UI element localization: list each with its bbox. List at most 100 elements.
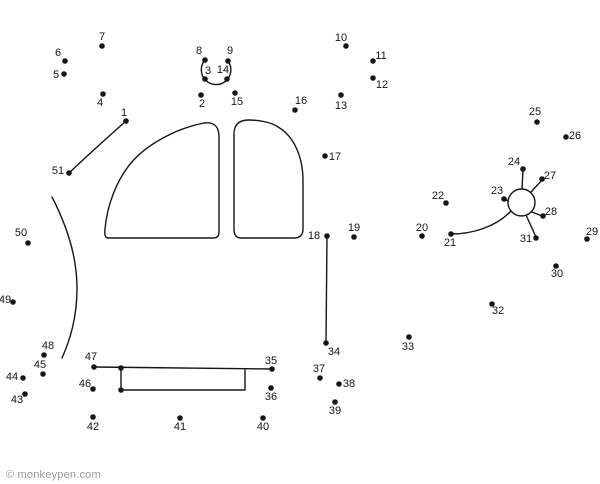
dot-37[interactable] [317, 375, 323, 381]
dot-label-36: 36 [265, 391, 277, 403]
dot-label-14: 14 [217, 64, 229, 76]
right-window [233, 119, 304, 239]
dot-4[interactable] [100, 91, 106, 97]
dot-21[interactable] [448, 231, 454, 237]
dot-label-12: 12 [376, 79, 388, 91]
dot-27[interactable] [539, 176, 545, 182]
dot-32[interactable] [489, 301, 495, 307]
dot-38[interactable] [336, 381, 342, 387]
dot-label-18: 18 [308, 230, 320, 242]
dot-label-20: 20 [416, 222, 428, 234]
dot-46[interactable] [90, 386, 96, 392]
dot-16[interactable] [292, 107, 298, 113]
dot-48[interactable] [41, 352, 47, 358]
dot-label-45: 45 [34, 359, 46, 371]
dot-label-29: 29 [586, 226, 598, 238]
dot-17[interactable] [322, 153, 328, 159]
wheel-curve-to-21 [450, 210, 512, 235]
dot-43[interactable] [22, 391, 28, 397]
dot-label-44: 44 [6, 371, 18, 383]
dot-9[interactable] [225, 58, 231, 64]
dot-45[interactable] [40, 371, 46, 377]
dot-18[interactable] [324, 233, 330, 239]
dot-label-30: 30 [551, 268, 563, 280]
dot-34[interactable] [323, 340, 329, 346]
dot-40[interactable] [260, 415, 266, 421]
dot-label-1: 1 [121, 107, 127, 119]
dot-49[interactable] [10, 299, 16, 305]
dot-label-8: 8 [196, 45, 202, 57]
dot-39[interactable] [332, 399, 338, 405]
dot-label-15: 15 [231, 96, 243, 108]
dot-19[interactable] [351, 234, 357, 240]
dot-label-49: 49 [0, 294, 11, 306]
dot-label-16: 16 [295, 95, 307, 107]
dot-28[interactable] [540, 213, 546, 219]
wheel-hub [507, 188, 536, 217]
dot-label-39: 39 [329, 405, 341, 417]
dot-42[interactable] [90, 414, 96, 420]
dot-3[interactable] [202, 76, 208, 82]
dot-8[interactable] [202, 57, 208, 63]
dot-11[interactable] [370, 58, 376, 64]
dot-label-24: 24 [508, 156, 520, 168]
junction-dot [118, 387, 124, 393]
dot-label-19: 19 [348, 222, 360, 234]
dot-label-25: 25 [529, 106, 541, 118]
line-18-to-34 [325, 235, 328, 344]
dot-36[interactable] [268, 385, 274, 391]
dot-24[interactable] [520, 166, 526, 172]
dot-label-2: 2 [199, 98, 205, 110]
dot-label-10: 10 [335, 32, 347, 44]
dot-44[interactable] [20, 375, 26, 381]
dot-50[interactable] [25, 240, 31, 246]
dot-label-32: 32 [492, 305, 504, 317]
dot-31[interactable] [533, 235, 539, 241]
dot-6[interactable] [62, 58, 68, 64]
dot-41[interactable] [177, 415, 183, 421]
left-window [104, 122, 220, 239]
dot-label-9: 9 [227, 45, 233, 57]
dot-label-28: 28 [545, 206, 557, 218]
body-side-arc [51, 196, 78, 359]
dot-13[interactable] [338, 92, 344, 98]
dot-label-50: 50 [15, 227, 27, 239]
dot-label-31: 31 [520, 233, 532, 245]
dot-label-17: 17 [329, 151, 341, 163]
dot-14[interactable] [224, 76, 230, 82]
dot-47[interactable] [91, 364, 97, 370]
dot-7[interactable] [99, 43, 105, 49]
dot-label-48: 48 [42, 340, 54, 352]
dot-20[interactable] [419, 233, 425, 239]
dot-label-38: 38 [343, 378, 355, 390]
dot-label-47: 47 [85, 351, 97, 363]
dot-25[interactable] [534, 119, 540, 125]
dot-2[interactable] [198, 92, 204, 98]
dot-label-34: 34 [328, 346, 340, 358]
dot-label-22: 22 [432, 190, 444, 202]
dot-label-13: 13 [335, 100, 347, 112]
dot-15[interactable] [232, 90, 238, 96]
head-arc [200, 59, 232, 86]
dot-label-37: 37 [313, 363, 325, 375]
dot-12[interactable] [370, 75, 376, 81]
dot-30[interactable] [553, 263, 559, 269]
dot-label-7: 7 [99, 31, 105, 43]
junction-dot [118, 365, 124, 371]
dot-label-42: 42 [87, 421, 99, 433]
dot-51[interactable] [66, 170, 72, 176]
dot-23[interactable] [501, 196, 507, 202]
dot-33[interactable] [406, 334, 412, 340]
dot-35[interactable] [269, 366, 275, 372]
dot-5[interactable] [61, 71, 67, 77]
dot-10[interactable] [343, 43, 349, 49]
dot-26[interactable] [563, 134, 569, 140]
dot-22[interactable] [443, 200, 449, 206]
dot-label-11: 11 [375, 50, 386, 62]
watermark: © monkeypen.com [6, 469, 101, 481]
dot-1[interactable] [123, 118, 129, 124]
dot-29[interactable] [584, 236, 590, 242]
dot-label-27: 27 [544, 170, 556, 182]
